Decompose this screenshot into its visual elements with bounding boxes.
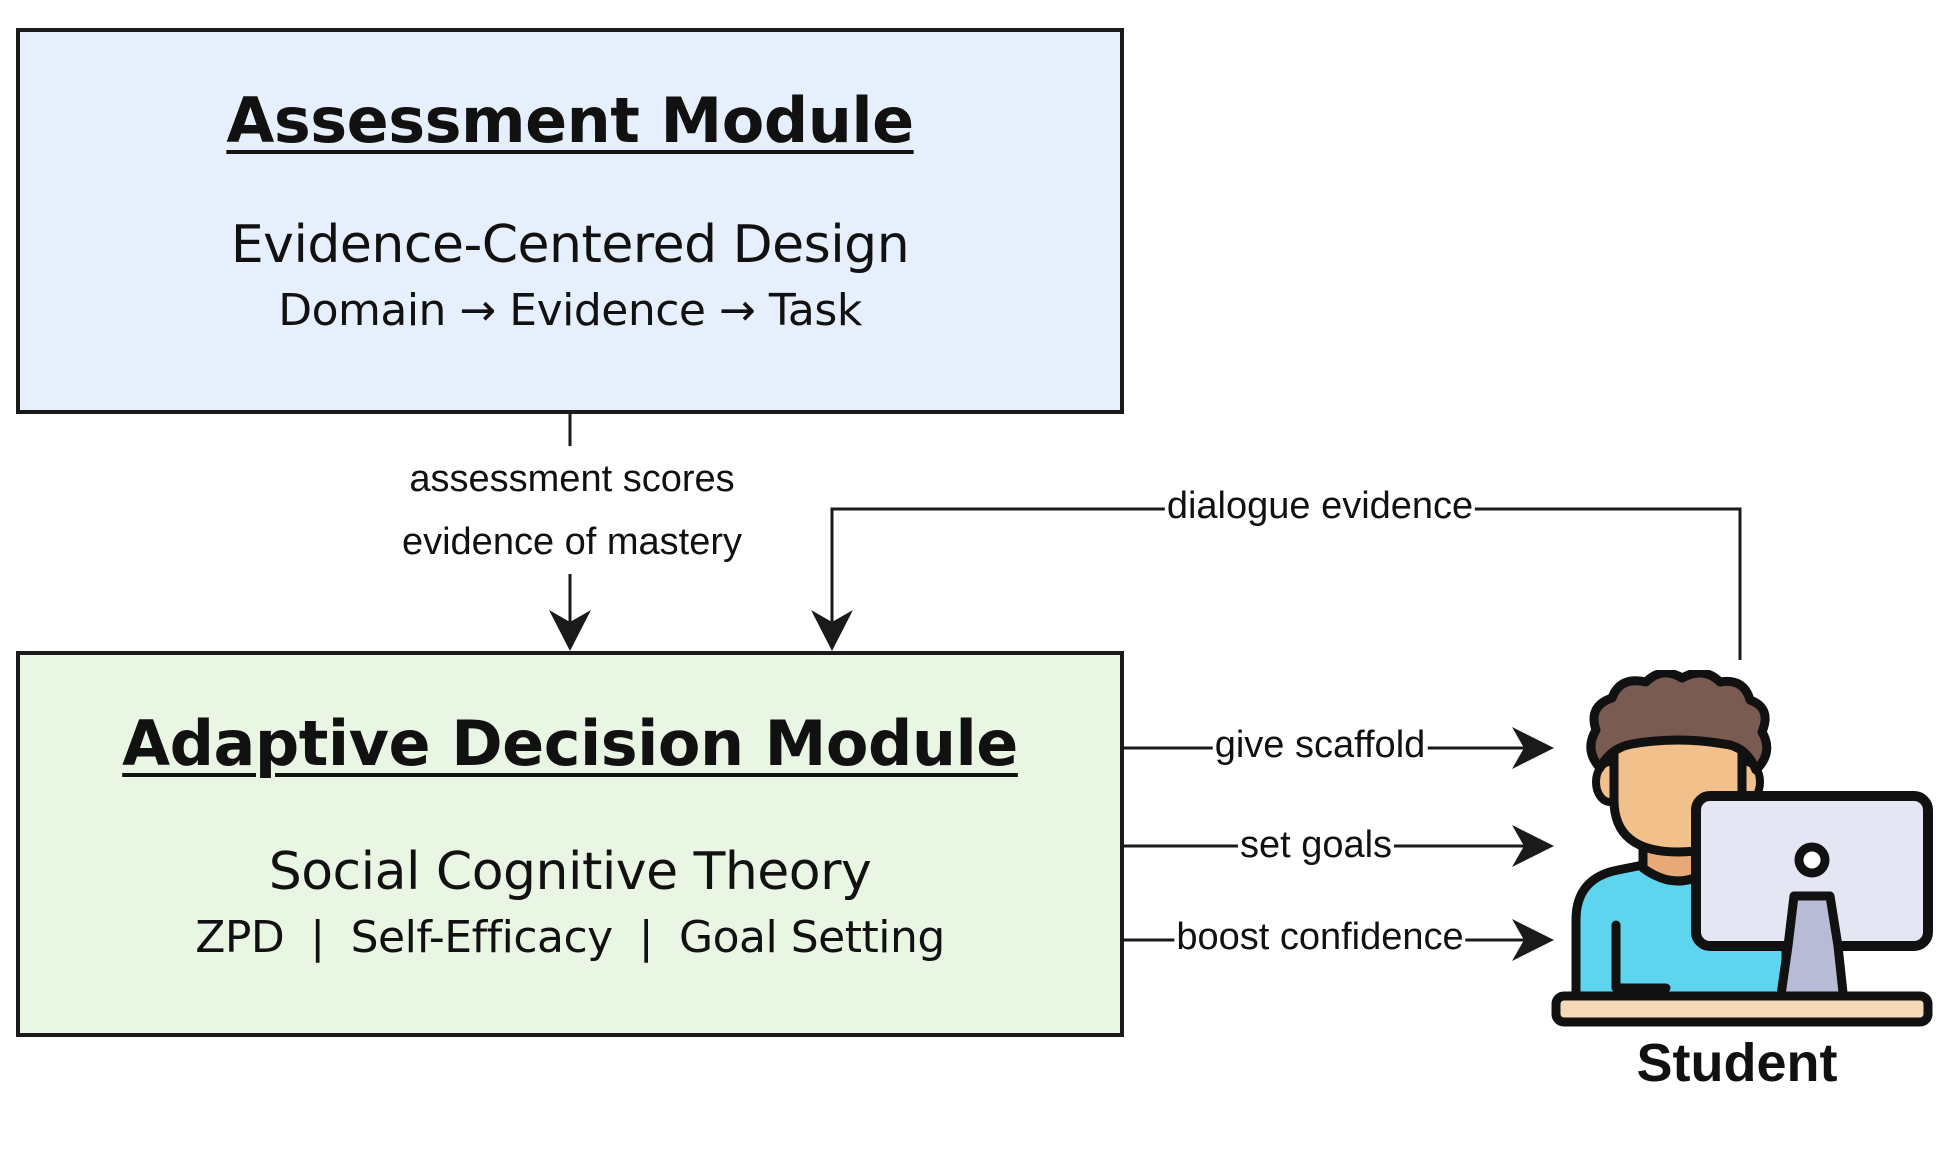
adaptive-module-concepts: ZPD | Self-Efficacy | Goal Setting [195,912,945,963]
concept-zpd: ZPD [195,912,285,963]
set-goals-arrowhead [1512,825,1554,867]
evidence-of-mastery-label: evidence of mastery [399,521,745,564]
concept-separator: | [638,912,654,963]
assessment-scores-label: assessment scores [407,458,737,501]
boost-confidence-arrowhead [1512,919,1554,961]
assessment-module-box: Assessment Module Evidence-Centered Desi… [16,28,1124,414]
dialogue-evidence-arrowhead [811,610,853,651]
give-scaffold-label: give scaffold [1212,724,1428,767]
dialogue-evidence-label: dialogue evidence [1164,485,1476,528]
adaptive-decision-module-box: Adaptive Decision Module Social Cognitiv… [16,651,1124,1037]
give-scaffold-arrowhead [1512,727,1554,769]
assessment-module-subtitle: Evidence-Centered Design [230,215,910,275]
adaptive-module-title: Adaptive Decision Module [122,707,1018,780]
concept-separator: | [310,912,325,963]
boost-confidence-label: boost confidence [1174,916,1466,959]
student-label: Student [1636,1033,1838,1093]
concept-self-efficacy: Self-Efficacy [350,912,614,963]
adaptive-module-subtitle: Social Cognitive Theory [268,842,872,902]
dialogue-evidence-line [830,507,1742,660]
set-goals-label: set goals [1237,824,1395,867]
assessment-module-flow: Domain → Evidence → Task [278,285,862,336]
assessment-module-title: Assessment Module [226,84,914,157]
student-at-computer-icon [1551,670,1933,1027]
concept-goal-setting: Goal Setting [679,912,945,963]
assessment-to-adaptive-arrowhead [549,610,591,651]
